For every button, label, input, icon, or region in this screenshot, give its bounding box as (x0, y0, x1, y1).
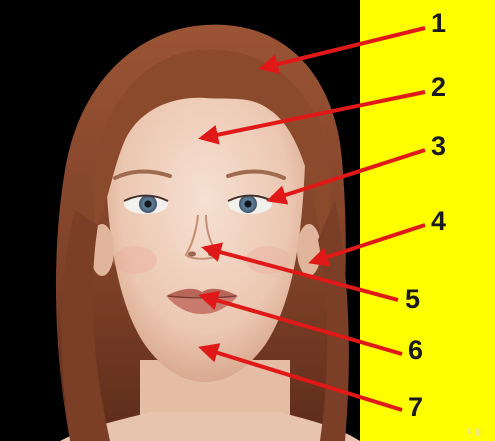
right-ear (297, 224, 321, 276)
left-pupil (145, 201, 152, 208)
right-pupil (245, 201, 252, 208)
label-5: 5 (405, 286, 420, 313)
image-credit: © |||| (466, 428, 485, 436)
label-6: 6 (408, 337, 423, 364)
left-nostril (188, 252, 196, 257)
left-cheek (113, 246, 157, 274)
label-7: 7 (408, 394, 423, 421)
label-3: 3 (431, 133, 446, 160)
yellow-label-panel (360, 0, 495, 441)
label-1: 1 (431, 10, 446, 37)
label-2: 2 (431, 74, 446, 101)
label-4: 4 (431, 208, 446, 235)
